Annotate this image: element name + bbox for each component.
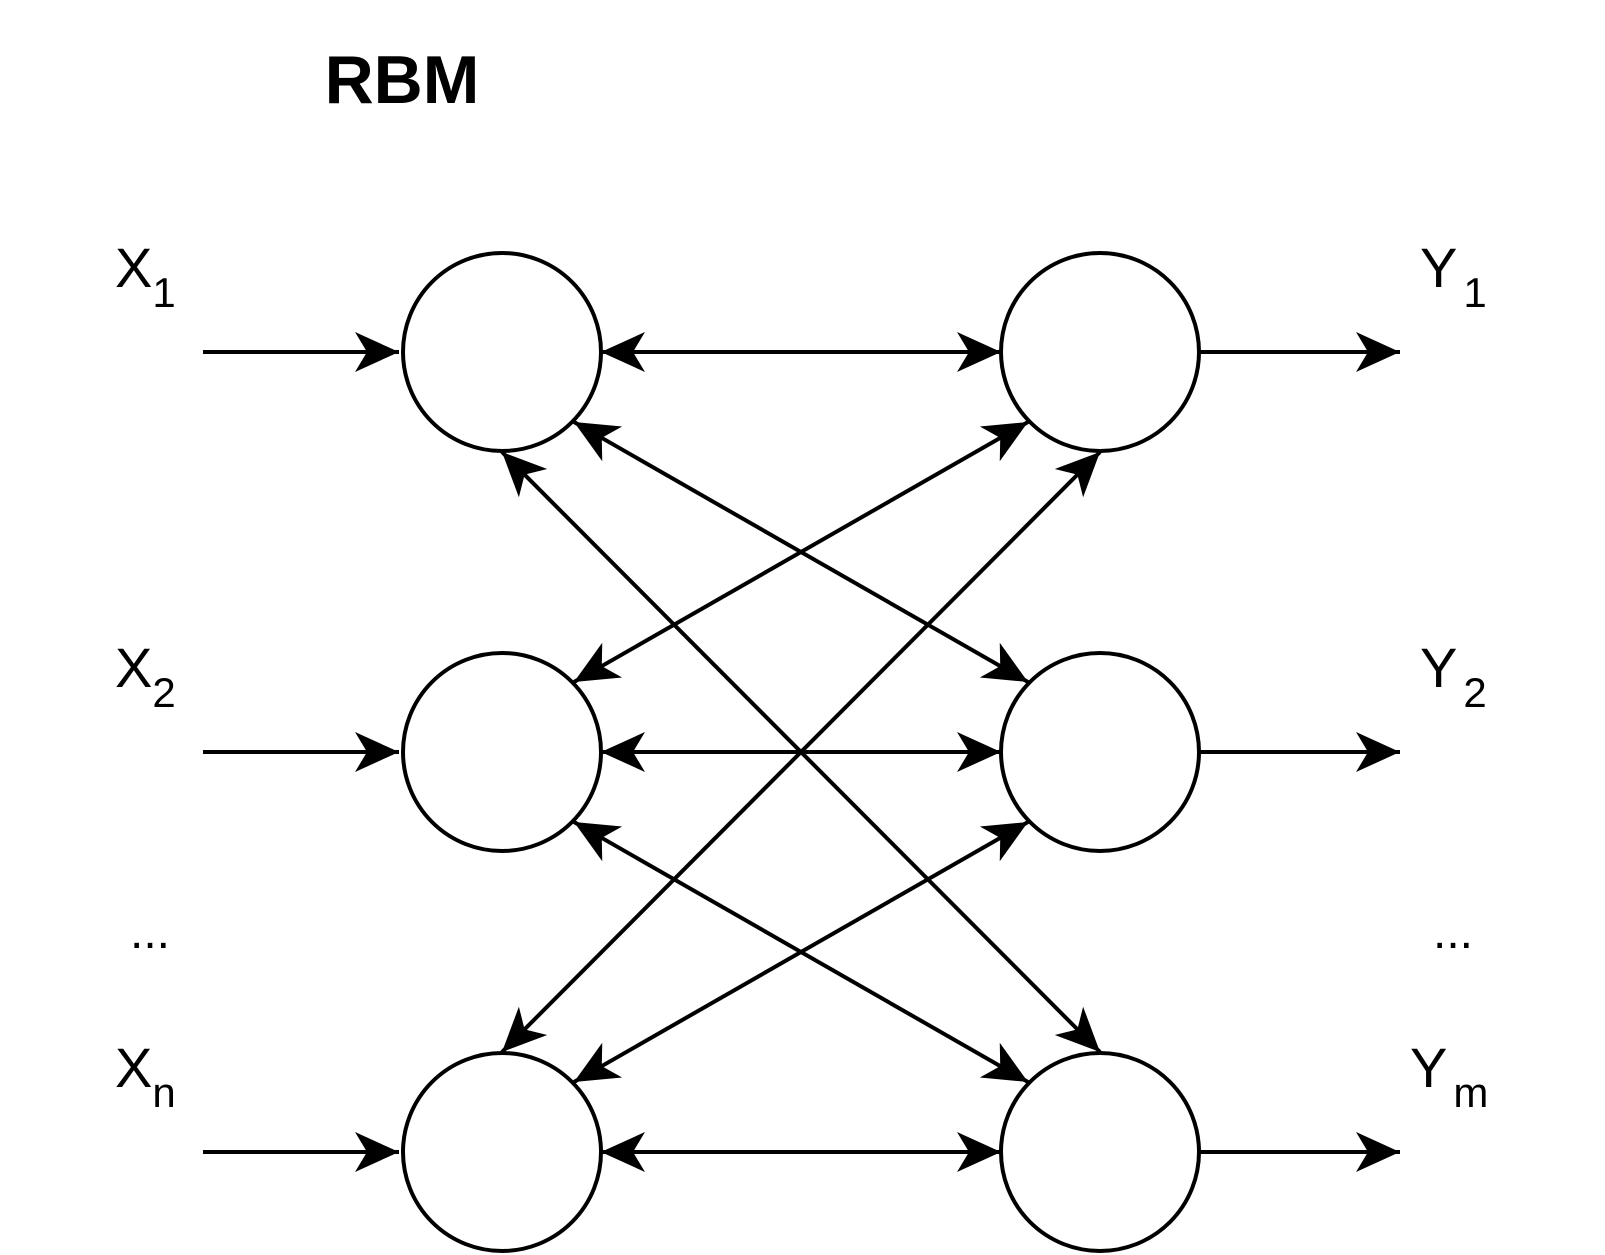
input-label-2: X2	[115, 636, 176, 716]
visible-node-1	[401, 251, 603, 453]
visible-node-2	[401, 651, 603, 853]
hidden-node-m	[999, 1051, 1201, 1253]
input-label-n: Xn	[115, 1036, 176, 1116]
diagram-title: RBM	[325, 42, 480, 118]
ellipsis-left: ...	[130, 906, 170, 959]
hidden-node-2	[999, 651, 1201, 853]
connection-vn-h1	[500, 450, 1102, 1054]
input-label-1: X1	[115, 236, 176, 316]
visible-node-n	[401, 1051, 603, 1253]
hidden-node-1	[999, 251, 1201, 453]
ellipsis-right: ...	[1433, 906, 1473, 959]
